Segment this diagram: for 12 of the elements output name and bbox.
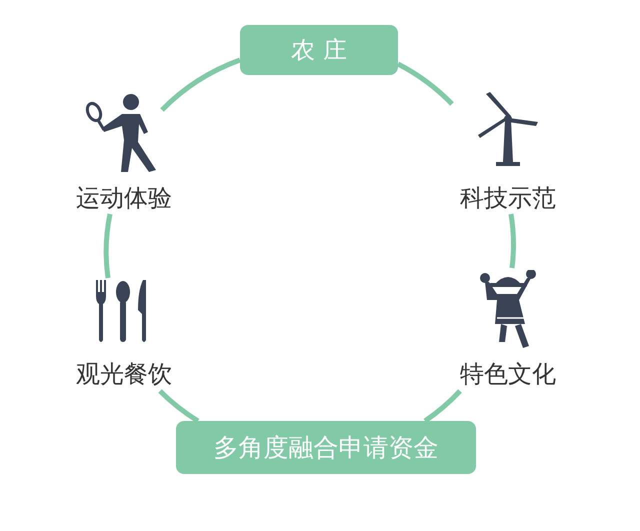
title-box: 农 庄 xyxy=(240,25,398,75)
ring-arc xyxy=(424,389,462,424)
ring-arc xyxy=(160,58,241,112)
funding-box: 多角度融合申请资金 xyxy=(176,421,476,474)
ring-arc xyxy=(396,62,454,106)
activity-label: 科技示范 xyxy=(460,183,556,214)
ring-arc xyxy=(508,214,516,268)
activity-label: 观光餐饮 xyxy=(76,359,172,390)
activity-label: 特色文化 xyxy=(460,359,556,390)
ring-arc xyxy=(158,389,200,424)
activity-label: 运动体验 xyxy=(76,183,172,214)
ring-arc xyxy=(104,214,112,278)
